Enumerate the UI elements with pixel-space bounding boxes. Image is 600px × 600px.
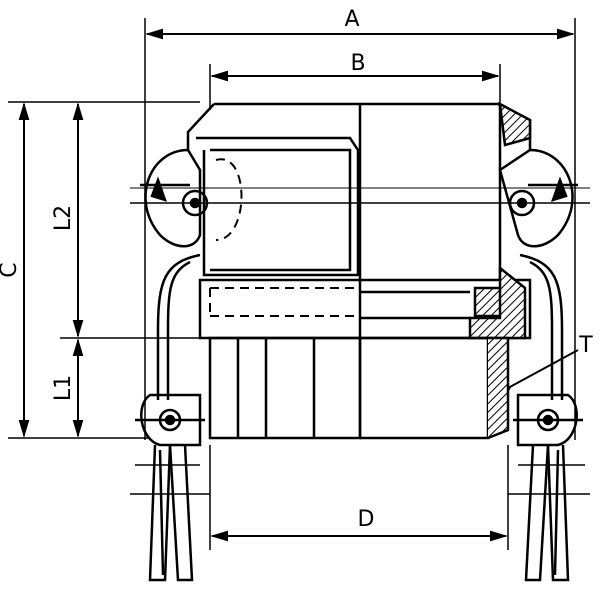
- left-cam-lever: [135, 148, 209, 582]
- hidden-lines: [209, 158, 355, 317]
- label-c: C: [0, 262, 22, 277]
- label-a: A: [344, 7, 359, 32]
- leader-t: [507, 349, 579, 389]
- tick-marks: [130, 464, 590, 495]
- label-l1: L1: [51, 375, 76, 401]
- label-d: D: [358, 507, 375, 532]
- coupling-body: [186, 101, 532, 440]
- label-l2: L2: [51, 205, 76, 231]
- extension-lines: [8, 18, 576, 550]
- right-cam-lever: [498, 148, 583, 582]
- label-b: B: [350, 51, 365, 76]
- dimension-lines: [18, 28, 575, 542]
- label-t: T: [578, 333, 593, 358]
